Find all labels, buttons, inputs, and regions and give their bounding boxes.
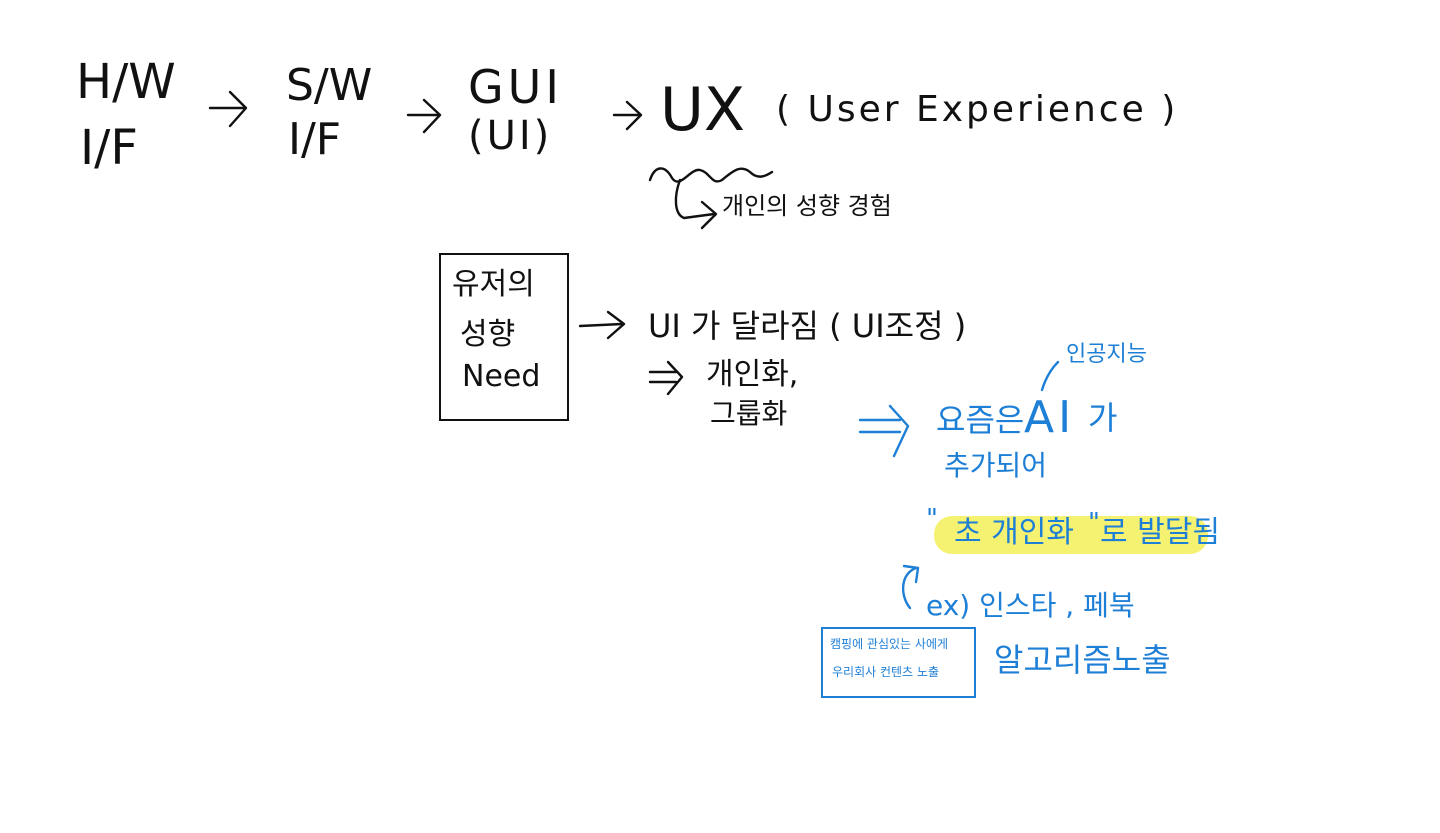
ai-line2: 추가되어 [944, 449, 1048, 482]
ui-label: (UI) [468, 113, 553, 159]
wavy-underline [648, 167, 774, 183]
double-arrow-result [648, 360, 684, 396]
ai-line1-c: 가 [1088, 399, 1118, 437]
annotation-line [1040, 360, 1060, 392]
hw-label: H/W [76, 54, 176, 110]
example-box-line2: 우리회사 컨텐츠 노출 [832, 665, 939, 679]
result-line2: 그룹화 [710, 397, 788, 430]
example-box [821, 627, 976, 698]
hook-arrow-ux-note [674, 178, 718, 230]
arrow-hw-to-sw [208, 90, 248, 128]
example-label: ex) 인스타 , 페북 [926, 589, 1135, 622]
user-box-line1: 유저의 [452, 267, 535, 302]
arrow-gui-to-ux [612, 100, 643, 131]
hyper-text: 초 개인화 [954, 515, 1074, 550]
ux-full-label: ( User Experience ) [776, 89, 1179, 130]
curved-arrow-example [902, 564, 920, 610]
ai-line1-a: 요즘은 [936, 401, 1025, 439]
ux-label: UX [660, 75, 746, 145]
ai-line1-b: AI [1024, 392, 1076, 443]
ui-change-label: UI 가 달라짐 ( UI조정 ) [648, 307, 967, 345]
highlight-band [934, 516, 1208, 554]
hyper-quote-close: " [1088, 508, 1100, 538]
user-need-box [439, 253, 569, 421]
gui-label: GUI [468, 60, 563, 114]
ux-note: 개인의 성향 경험 [722, 192, 892, 220]
hyper-suffix: 로 발달됨 [1100, 515, 1220, 550]
hw-if-label: I/F [80, 120, 138, 176]
ai-annotation: 인공지능 [1066, 342, 1147, 367]
result-line1: 개인화, [706, 357, 799, 392]
arrow-sw-to-gui [406, 98, 442, 134]
hyper-quote-open: " [926, 504, 938, 534]
user-box-line2: 성향 [460, 317, 516, 352]
sw-if-label: I/F [288, 114, 342, 165]
user-box-line3: Need [462, 359, 541, 394]
example-box-line1: 캠핑에 관심있는 사에게 [830, 637, 949, 651]
arrow-box-to-ui-change [578, 310, 626, 340]
algorithm-label: 알고리즘노출 [994, 641, 1171, 679]
double-arrow-ai [858, 404, 910, 458]
sw-label: S/W [286, 60, 373, 111]
